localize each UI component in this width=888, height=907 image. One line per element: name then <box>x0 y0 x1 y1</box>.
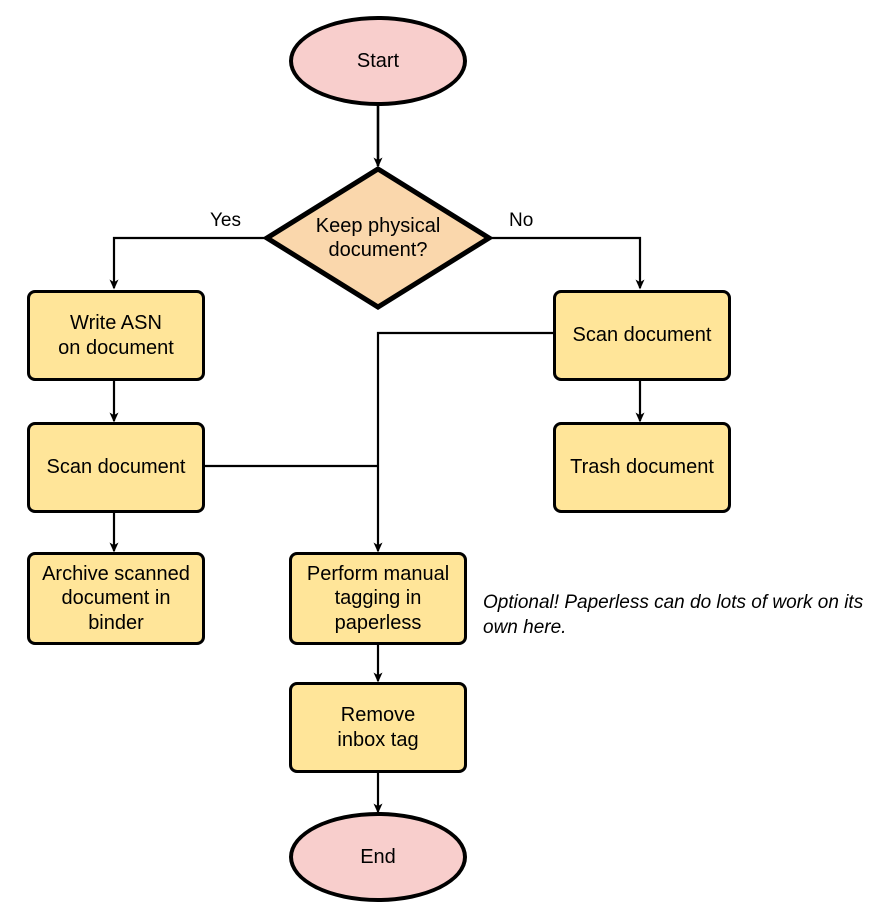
node-archive-line1: Archive scanned <box>42 562 190 585</box>
edge-label-no: No <box>509 210 534 231</box>
node-write-asn-line2: on document <box>58 336 174 359</box>
node-decision-label-line2: document? <box>328 239 428 261</box>
edge-scan-right-to-manual-tagging <box>373 331 553 553</box>
edge-label-yes: Yes <box>210 210 241 231</box>
edge-decision-no-to-scan-right <box>491 236 645 290</box>
node-scan-document-left[interactable]: Scan document <box>27 422 205 513</box>
node-remove-inbox-line1: Remove <box>340 704 416 727</box>
node-end[interactable]: End <box>289 812 467 902</box>
node-manual-tagging-line2: tagging in <box>334 587 422 610</box>
node-decision-label: Keep physical document? <box>264 166 492 310</box>
annotation-optional-note: Optional! Paperless can do lots of work … <box>483 591 883 640</box>
node-archive-line3: binder <box>88 611 144 634</box>
annotation-optional-note-line2: its own here. <box>483 592 864 638</box>
node-end-label: End <box>360 845 396 868</box>
node-manual-tagging-line1: Perform manual <box>306 562 450 585</box>
node-scan-document-right-label: Scan document <box>572 324 712 347</box>
node-perform-manual-tagging[interactable]: Perform manual tagging in paperless <box>289 552 467 645</box>
node-scan-document-left-label: Scan document <box>46 456 186 479</box>
node-archive-line2: document in <box>61 587 171 610</box>
node-remove-inbox-line2: inbox tag <box>337 728 419 751</box>
node-manual-tagging-line3: paperless <box>334 611 422 634</box>
node-trash-document-label: Trash document <box>570 456 714 479</box>
node-start[interactable]: Start <box>289 16 467 106</box>
annotation-optional-note-line1: Optional! Paperless can do lots of work … <box>483 592 839 613</box>
node-remove-inbox-tag[interactable]: Remove inbox tag <box>289 682 467 773</box>
node-decision-label-line1: Keep physical <box>315 214 441 237</box>
node-write-asn-on-document[interactable]: Write ASN on document <box>27 290 205 381</box>
node-start-label: Start <box>356 49 400 72</box>
node-write-asn-line1: Write ASN <box>70 312 162 335</box>
node-decision-keep-physical-document[interactable]: Keep physical document? <box>262 166 494 310</box>
edge-decision-yes-to-write-asn <box>109 236 265 290</box>
node-archive-scanned-document[interactable]: Archive scanned document in binder <box>27 552 205 645</box>
node-trash-document[interactable]: Trash document <box>553 422 731 513</box>
decision-diamond-shape <box>262 166 494 310</box>
node-scan-document-right[interactable]: Scan document <box>553 290 731 381</box>
